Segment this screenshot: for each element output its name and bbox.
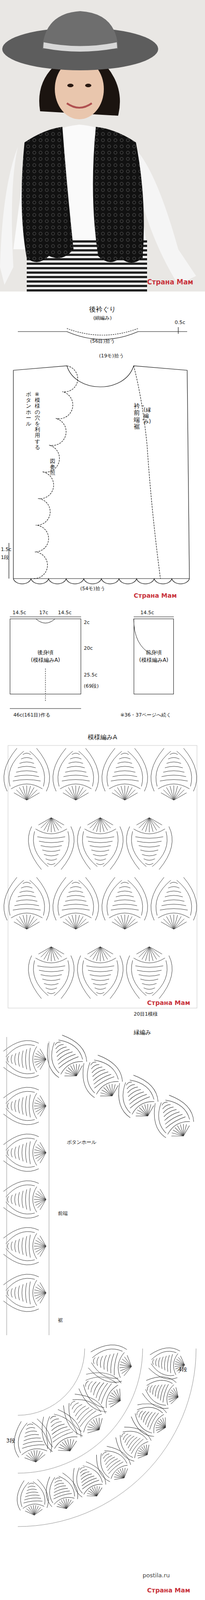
watermark: Страна Мам	[147, 1000, 191, 1009]
chart-label: 14.5c	[140, 610, 155, 617]
piece-label: (模様編みA)	[30, 657, 61, 665]
chart-label: 図参照	[49, 459, 56, 477]
neckline-diagram	[17, 327, 188, 341]
chart-label: 後衿ぐり	[89, 305, 116, 314]
crochet-charts	[3, 746, 200, 1529]
watermark: Страна Мам	[147, 1588, 191, 1597]
chart-label: 20c	[83, 646, 93, 652]
photo	[0, 0, 205, 292]
chart-label: (69段)	[83, 684, 99, 690]
chart-label: ※36・37ページへ続く	[120, 713, 172, 719]
chart-label: 2c	[83, 620, 90, 627]
piece-label: 前身頃	[145, 649, 162, 658]
chart-label: 前端	[57, 1212, 68, 1218]
chart-label: 14.5c	[12, 610, 27, 617]
chart-label: (56目)拾う	[90, 338, 115, 345]
chart-label: 17c	[39, 610, 49, 617]
piece-label: (模様編みA)	[139, 657, 169, 665]
chart-label: 衿・前端・裾	[133, 403, 140, 431]
chart-label: (54モ)拾う	[80, 586, 106, 593]
dimension-lines	[9, 617, 174, 710]
garment-piece: 後身頃(模様編みA)	[9, 619, 82, 696]
chart-label: ※模様の穴を利用する	[34, 392, 41, 451]
chart-label: 46c(161目)作る	[13, 713, 51, 719]
chart-label: 裾	[57, 1319, 63, 1325]
garment-piece: 前身頃(模様編みA)	[133, 619, 174, 696]
chart-label: postila.ru	[142, 1574, 170, 1582]
chart-label: 1段	[0, 555, 9, 562]
chart-label: 20目1模様	[133, 1012, 158, 1019]
chart-label: ボタンホール	[66, 1140, 97, 1147]
chart-label: 4段	[178, 1368, 188, 1375]
chart-label: (細編み)	[93, 315, 112, 322]
chart-label: 0.5c	[174, 319, 186, 326]
watermark: Страна Мам	[133, 592, 177, 601]
piece-label: 後身頃	[37, 649, 54, 658]
chart-label: 25.5c	[83, 672, 98, 679]
chart-label: 3段	[6, 1439, 16, 1446]
vest-outline	[8, 366, 190, 585]
chart-label: 縁編み	[133, 1030, 152, 1038]
chart-label: ボタンホール	[25, 392, 32, 428]
chart-label: 模様編みA	[87, 734, 118, 743]
chart-label: (19モ)拾う	[98, 353, 124, 360]
chart-label: 1.5c	[0, 547, 12, 554]
chart-label: 14.5c	[57, 610, 72, 617]
chart-label: (縁編み)	[143, 407, 149, 426]
watermark: Страна Мам	[147, 278, 194, 287]
